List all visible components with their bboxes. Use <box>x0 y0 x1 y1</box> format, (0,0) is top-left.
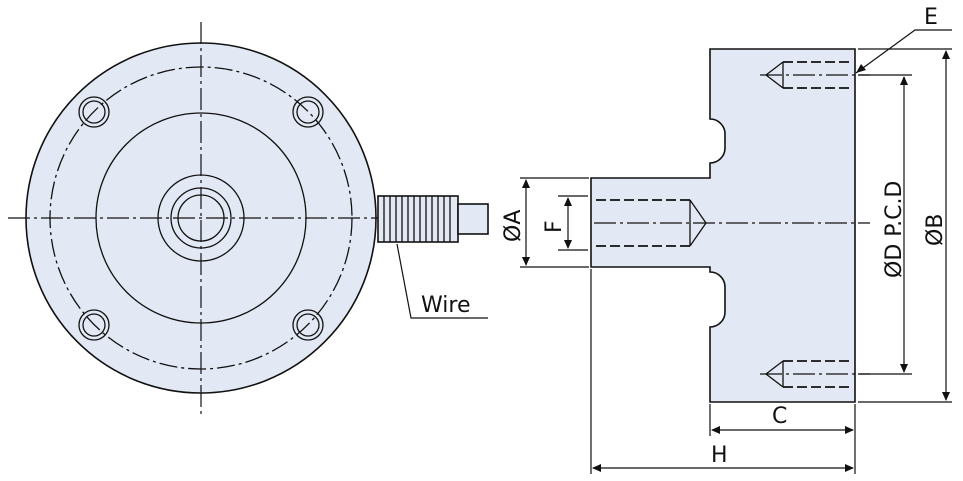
wire-label: Wire <box>421 293 470 318</box>
hidden-bore-bottom <box>765 360 852 388</box>
wire-stub <box>457 203 489 235</box>
dim-a-label: ØA <box>501 210 526 242</box>
hidden-bore-top <box>765 61 852 89</box>
dim-c-label: C <box>772 404 787 429</box>
dimension-b <box>858 48 952 403</box>
dimension-c <box>709 404 856 474</box>
dimension-e-leader <box>855 29 952 74</box>
side-body-outline <box>590 48 856 403</box>
dim-d-label: ØD P.C.D <box>882 181 907 278</box>
side-view: ØA F ØD P.C.D ØB <box>501 5 952 474</box>
wire-leader <box>396 243 488 319</box>
dim-b-label: ØB <box>923 214 948 246</box>
dimension-a <box>520 177 589 268</box>
mount-hole-top-left <box>78 96 110 128</box>
hidden-bore-center <box>596 199 707 247</box>
dim-e-label: E <box>924 5 938 30</box>
mount-hole-top-right <box>292 96 324 128</box>
dimension-d <box>858 74 912 375</box>
cable-gland <box>377 195 459 243</box>
dim-h-label: H <box>711 443 728 468</box>
dim-f-label: F <box>542 220 567 233</box>
mount-hole-bottom-left <box>78 309 110 341</box>
mount-hole-bottom-right <box>292 309 324 341</box>
front-view: Wire <box>8 22 489 416</box>
dimension-h <box>590 269 854 474</box>
dimension-f <box>558 195 588 251</box>
